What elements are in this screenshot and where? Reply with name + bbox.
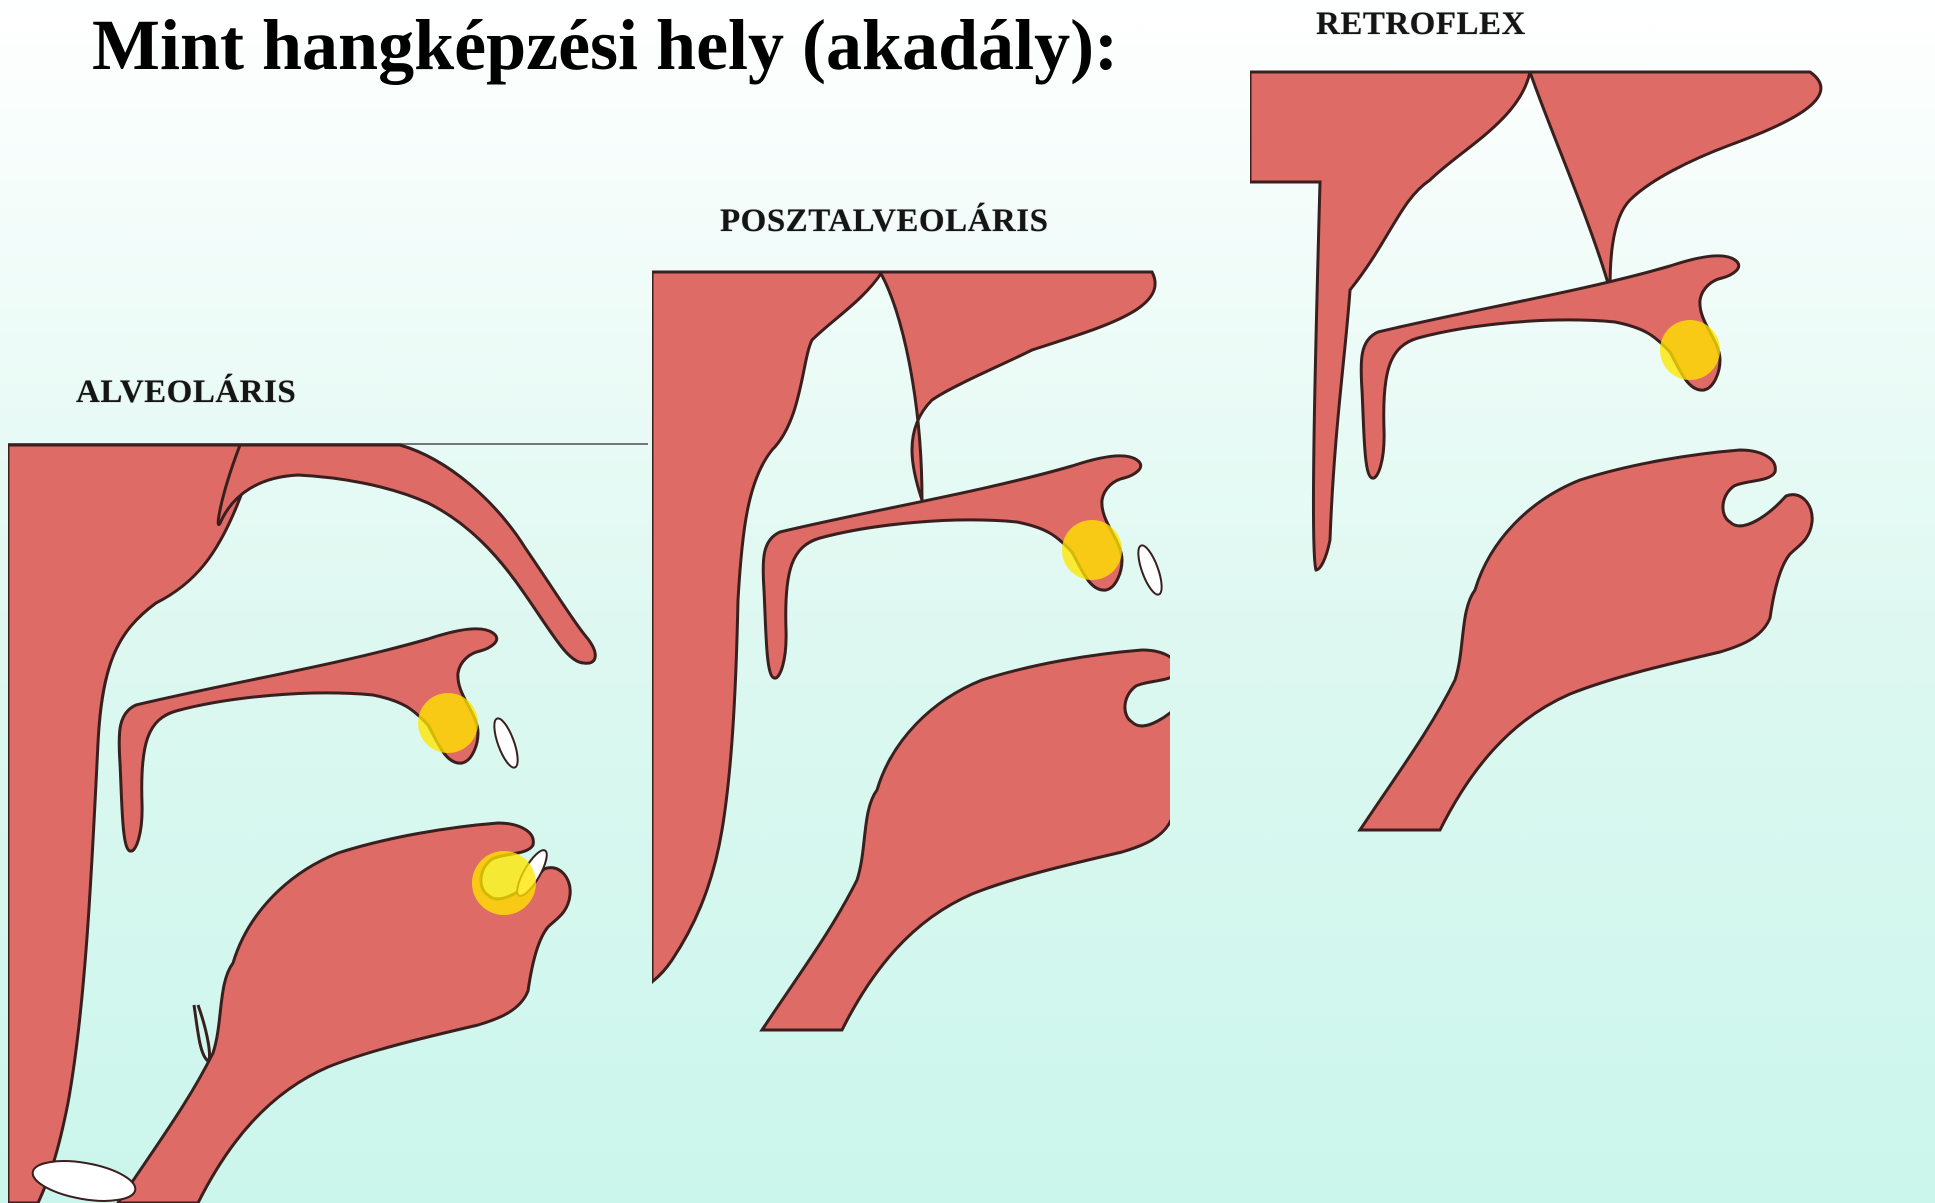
- articulation-point-marker: [1660, 320, 1720, 380]
- label-posztalveolaris: POSZTALVEOLÁRIS: [720, 203, 1048, 240]
- articulation-point-marker: [418, 693, 478, 753]
- incisor-cut-line: [194, 1005, 210, 1061]
- tooth-icon: [490, 716, 523, 770]
- tooth-icon: [1134, 543, 1167, 597]
- tongue-lower-jaw: [762, 650, 1170, 1030]
- diagram-posztalveolaris: [652, 270, 1170, 1040]
- label-retroflex: RETROFLEX: [1316, 6, 1526, 43]
- tongue-lower-jaw: [1360, 450, 1812, 830]
- palate: [1530, 72, 1821, 290]
- diagram-alveolaris: [8, 443, 648, 1203]
- diagram-retroflex: [1250, 70, 1935, 850]
- articulation-point-marker: [1062, 520, 1122, 580]
- label-alveolaris: ALVEOLÁRIS: [76, 374, 296, 411]
- articulation-point-marker: [472, 851, 536, 915]
- palate: [218, 445, 595, 663]
- slide-title: Mint hangképzési hely (akadály):: [92, 4, 1118, 87]
